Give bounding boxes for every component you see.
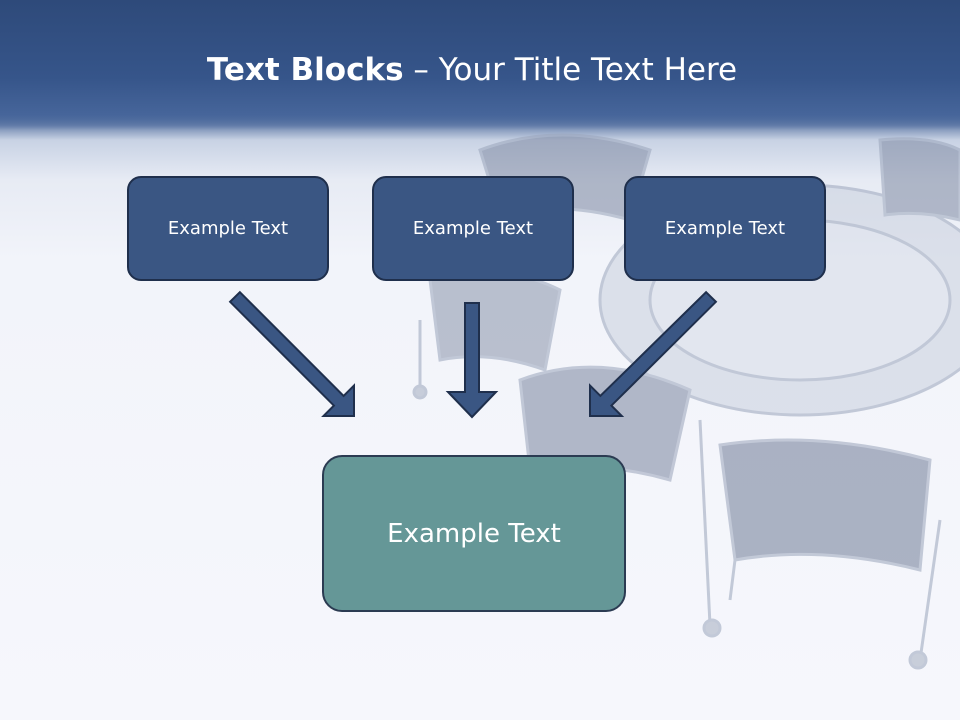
chair-leg-3 xyxy=(918,519,942,661)
chair-foot-3 xyxy=(412,384,428,400)
arrow-center-down xyxy=(445,302,499,419)
chair-5 xyxy=(878,137,960,222)
chair-4 xyxy=(718,438,932,572)
arrow-right-to-center xyxy=(589,290,718,417)
top-box-right-label: Example Text xyxy=(664,218,786,239)
title-rest-part: – Your Title Text Here xyxy=(403,52,738,88)
top-box-right: Example Text xyxy=(624,176,826,281)
top-box-center-label: Example Text xyxy=(412,218,534,239)
header-band xyxy=(0,0,960,130)
bottom-box-label: Example Text xyxy=(387,518,561,549)
title-bold-part: Text Blocks xyxy=(206,52,404,88)
chair-foot-2 xyxy=(908,650,928,670)
chair-leg-2 xyxy=(698,419,712,626)
top-box-left-label: Example Text xyxy=(167,218,289,239)
bottom-box: Example Text xyxy=(322,455,626,612)
slide-title: Text Blocks – Your Title Text Here xyxy=(0,52,944,88)
top-box-left: Example Text xyxy=(127,176,329,281)
chair-leg-4 xyxy=(728,559,737,601)
chair-foot-1 xyxy=(702,618,722,638)
top-box-center: Example Text xyxy=(372,176,574,281)
arrow-left-to-center xyxy=(228,290,355,417)
